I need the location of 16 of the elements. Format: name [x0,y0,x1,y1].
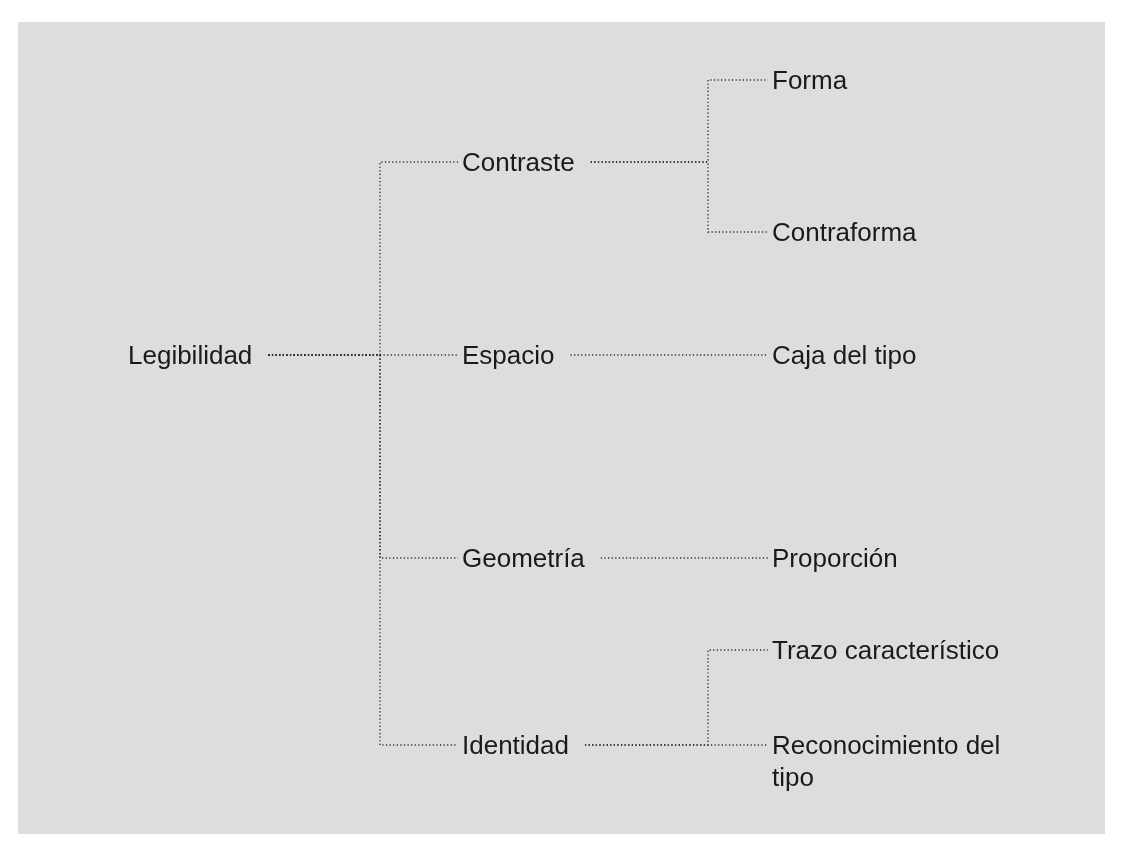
connector-line [600,557,769,559]
node-label: Contraforma [772,217,917,247]
node-label: Geometría [462,543,585,573]
node-label: Proporción [772,543,898,573]
node-label: Reconocimiento del tipo [772,730,1001,792]
node-label: Trazo característico [772,635,1000,665]
node-label: Contraste [462,147,575,177]
connector-line [590,161,769,233]
node-label: Caja del tipo [772,340,917,370]
node-label: Forma [772,65,848,95]
connector-line [267,354,459,746]
connector-line [569,354,769,356]
node-label: Legibilidad [128,340,253,370]
node-label: Espacio [462,340,555,370]
node-label: Identidad [462,730,569,760]
connector-line [584,744,769,746]
